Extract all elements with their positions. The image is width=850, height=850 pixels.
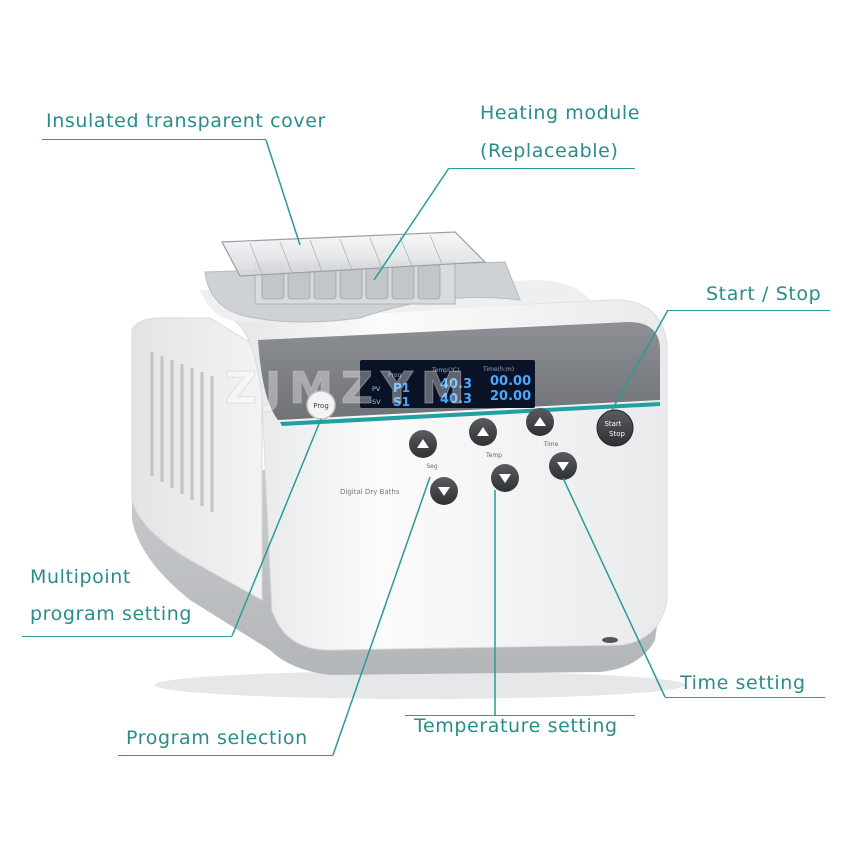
time-up-button[interactable] — [526, 408, 554, 436]
chevron-down-icon — [499, 474, 511, 483]
module-underline — [449, 168, 635, 169]
transparent-cover — [221, 231, 487, 277]
display-header-temp: Temp(℃) — [431, 367, 459, 374]
chevron-down-icon — [438, 487, 450, 496]
display-header-time: Time(h:m) — [482, 366, 514, 373]
callout-time-setting: Time setting — [680, 672, 806, 694]
prog-button-label: Prog — [313, 402, 329, 410]
prog-button[interactable]: Prog — [306, 390, 336, 420]
start-button-line2: Stop — [609, 430, 625, 438]
lcd-display — [360, 360, 535, 408]
device-left-side — [131, 317, 263, 601]
display-prog-pv: P1 — [393, 381, 410, 395]
accent-stripe — [280, 402, 660, 426]
key-label-seg: Seg — [426, 463, 438, 470]
temp-down-button[interactable] — [491, 464, 519, 492]
callout-cover: Insulated transparent cover — [46, 110, 326, 132]
cover-ribs — [249, 234, 443, 275]
leader-lines — [231, 139, 669, 756]
temp-up-button[interactable] — [469, 418, 497, 446]
time-down-button[interactable] — [549, 452, 577, 480]
model-label: Digital Dry Baths — [340, 488, 400, 496]
start-button-line1: Start — [604, 420, 621, 428]
chevron-down-icon — [557, 462, 569, 471]
seg-up-button[interactable] — [409, 430, 437, 458]
temperature-underline — [405, 715, 635, 716]
multipoint-underline — [22, 636, 232, 637]
display-time-pv: 00.00 — [490, 374, 531, 389]
display-time-sv: 20.00 — [490, 389, 531, 404]
chevron-up-icon — [534, 417, 546, 426]
display-temp-sv: 40.3 — [440, 392, 472, 407]
callout-module-line1: Heating module — [480, 102, 641, 124]
callout-module-line2: (Replaceable) — [480, 140, 619, 162]
chevron-up-icon — [417, 439, 429, 448]
callout-multipoint-line1: Multipoint — [30, 566, 131, 588]
callout-temperature-setting: Temperature setting — [414, 715, 618, 737]
program-selection-underline — [118, 755, 333, 756]
callout-multipoint-line2: program setting — [30, 603, 193, 625]
brand-watermark: ZJMZYM — [225, 363, 473, 414]
start-stop-underline — [668, 310, 830, 311]
time-setting-underline — [665, 697, 825, 698]
seg-down-button[interactable] — [430, 477, 458, 505]
start-stop-button[interactable]: Start Stop — [596, 409, 634, 447]
display-header-prog: Prog — [388, 372, 402, 379]
floor-shadow — [155, 671, 685, 699]
callout-program-selection: Program selection — [126, 727, 308, 749]
key-label-temp: Temp — [485, 452, 502, 459]
display-temp-pv: 40.3 — [440, 377, 472, 392]
chevron-up-icon — [477, 427, 489, 436]
vent-grille — [150, 352, 214, 512]
display-prog-sv: S1 — [393, 395, 410, 409]
display-row-sv: SV — [372, 398, 381, 406]
device-foot — [602, 637, 618, 643]
key-label-time: Time — [543, 441, 559, 448]
cover-underline — [42, 139, 266, 140]
callout-start-stop: Start / Stop — [706, 283, 822, 305]
display-row-pv: PV — [372, 385, 381, 393]
